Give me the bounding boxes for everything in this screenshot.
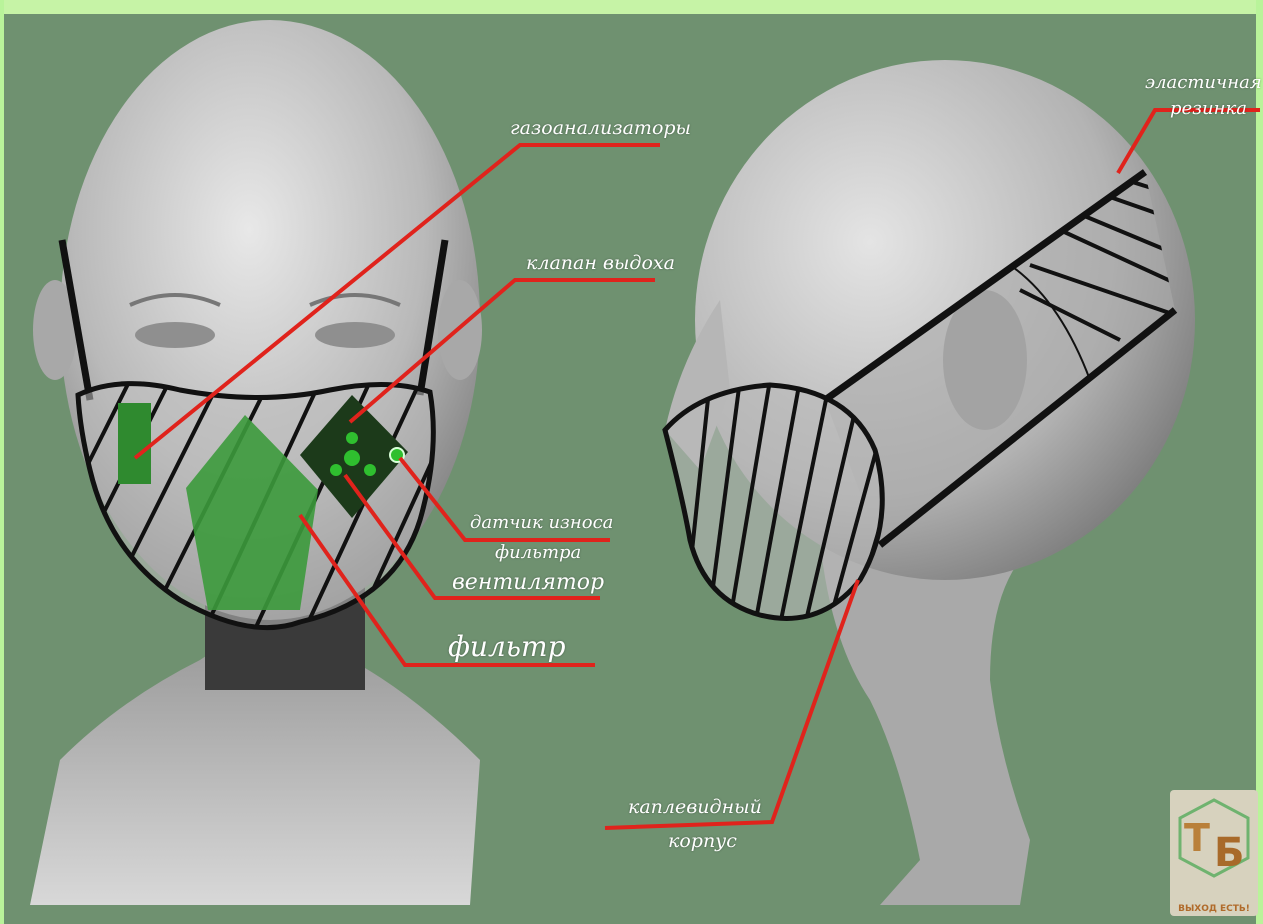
leader-body bbox=[605, 580, 858, 828]
brand-logo: Т Б ВЫХОД ЕСТЬ! bbox=[1170, 790, 1258, 916]
gas-analyzer-block bbox=[118, 403, 151, 484]
label-elastic-line1: эластичная bbox=[1145, 72, 1262, 93]
logo-caption: ВЫХОД ЕСТЬ! bbox=[1170, 904, 1258, 914]
label-filter: фильтр bbox=[448, 630, 566, 663]
front-right-ear bbox=[438, 280, 482, 380]
logo-letter-t: Т bbox=[1184, 816, 1210, 860]
label-wear-sensor-line1: датчик износа bbox=[470, 512, 613, 533]
label-wear-sensor-line2: фильтра bbox=[495, 542, 581, 563]
label-gas-analyzers: газоанализаторы bbox=[510, 117, 691, 139]
label-elastic-line2: резинка bbox=[1170, 98, 1247, 119]
front-mask bbox=[78, 360, 460, 640]
label-fan: вентилятор bbox=[452, 570, 604, 595]
label-body-line1: каплевидный bbox=[628, 796, 762, 818]
front-left-eye bbox=[135, 322, 215, 348]
front-right-eye bbox=[315, 322, 395, 348]
label-body-line2: корпус bbox=[668, 830, 737, 852]
logo-letter-b: Б bbox=[1214, 830, 1245, 876]
label-exhale-valve: клапан выдоха bbox=[526, 252, 675, 274]
